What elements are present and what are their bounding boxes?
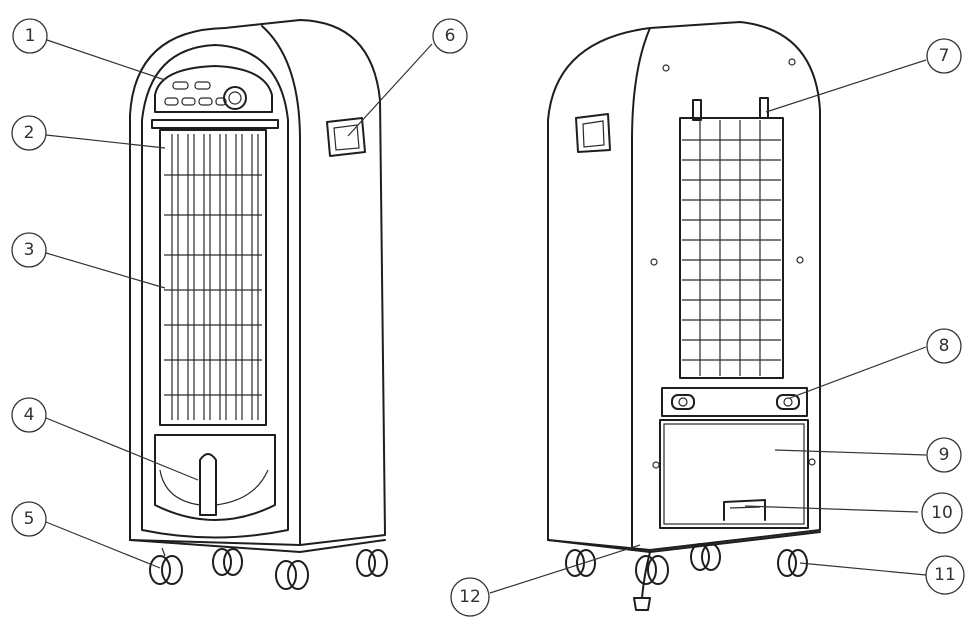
callout-6: 6: [432, 18, 468, 54]
callout-12-label: 12: [459, 587, 481, 607]
front-base: [129, 539, 386, 553]
control-knob-center-icon: [228, 91, 242, 105]
control-knob-icon: [223, 86, 247, 110]
water-curve-left: [159, 469, 201, 506]
callout-6-label: 6: [445, 26, 456, 46]
back-caster: [690, 543, 721, 571]
callout-1-label: 1: [25, 26, 36, 46]
screw-icon: [796, 256, 804, 264]
front-view-unit: [129, 19, 388, 590]
power-cord: [641, 551, 651, 599]
screw-icon: [788, 58, 796, 66]
panel-button-icon: [215, 97, 227, 106]
callout-12: 12: [450, 577, 490, 617]
callout-5: 5: [11, 501, 47, 537]
cord-hook-left: [671, 394, 695, 410]
side-handle-inner: [333, 124, 360, 151]
front-caster: [275, 560, 309, 590]
front-caster: [356, 549, 388, 577]
tank-handle-grip: [729, 506, 761, 509]
water-tank-inner: [663, 423, 805, 525]
back-view-unit: [547, 21, 821, 611]
front-caster: [212, 548, 243, 576]
callout-7-label: 7: [939, 46, 950, 66]
lower-panel-outline: [154, 434, 276, 521]
callout-3: 3: [11, 232, 47, 268]
vent-top-strip: [151, 119, 279, 129]
side-handle: [326, 117, 366, 157]
louver-blades: [171, 134, 259, 420]
back-caster: [565, 549, 596, 577]
leader-lines: [45, 39, 927, 594]
cord-hook-right: [776, 394, 800, 410]
front-inner-frame: [141, 44, 289, 539]
back-side-handle: [575, 113, 611, 153]
callout-1: 1: [12, 18, 48, 54]
louver-crossbars: [164, 174, 262, 396]
panel-button-icon: [172, 81, 189, 90]
filter-grid: [682, 120, 781, 376]
water-tank: [659, 419, 809, 529]
callout-2: 2: [11, 115, 47, 151]
callout-8-label: 8: [939, 336, 950, 356]
cooling-pad-filter: [679, 117, 784, 379]
callout-3-label: 3: [24, 240, 35, 260]
power-plug-icon: [633, 597, 651, 611]
front-side-edge: [261, 25, 301, 546]
back-caster: [635, 555, 669, 585]
back-side-handle-inner: [582, 120, 605, 148]
front-caster: [149, 547, 183, 585]
callout-7: 7: [926, 38, 962, 74]
callout-11: 11: [925, 555, 965, 595]
cord-holder-strip: [661, 387, 808, 417]
control-panel: [154, 65, 273, 113]
callout-4: 4: [11, 397, 47, 433]
callout-5-label: 5: [24, 509, 35, 529]
panel-button-icon: [181, 97, 196, 106]
panel-button-icon: [198, 97, 213, 106]
callout-10: 10: [921, 492, 963, 534]
front-body-outline: [129, 19, 386, 546]
water-level-window: [199, 453, 217, 516]
louver-frame: [159, 129, 267, 426]
callout-9-label: 9: [939, 445, 950, 465]
screw-icon: [662, 64, 670, 72]
callout-10-label: 10: [931, 503, 953, 523]
screw-icon: [808, 458, 816, 466]
back-caster: [777, 549, 808, 577]
water-pipe: [692, 99, 702, 121]
screw-icon: [652, 461, 660, 469]
water-curve-right: [215, 469, 269, 506]
callout-8: 8: [926, 328, 962, 364]
panel-button-icon: [194, 81, 211, 90]
back-body-outline: [547, 21, 821, 551]
control-panel-outline: [154, 65, 273, 113]
callout-2-label: 2: [24, 123, 35, 143]
callout-9: 9: [926, 437, 962, 473]
callout-11-label: 11: [934, 565, 956, 585]
water-pipe: [759, 97, 769, 119]
tank-handle: [723, 499, 766, 521]
back-side-edge: [631, 27, 651, 551]
screw-icon: [650, 258, 658, 266]
callout-4-label: 4: [24, 405, 35, 425]
panel-button-icon: [164, 97, 179, 106]
